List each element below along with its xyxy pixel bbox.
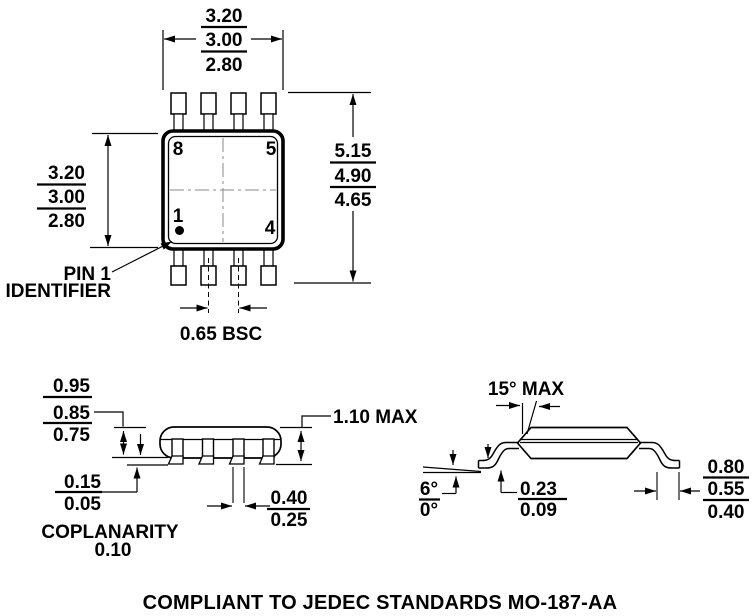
lead-thickness-max: 0.23 [520, 479, 557, 500]
end-view [477, 426, 681, 469]
dim-draft-angle: 15° MAX [488, 379, 565, 435]
dim-foot-length: 0.80 0.55 0.40 [634, 457, 749, 523]
side-view-body [159, 426, 282, 459]
jedec-compliance-note: COMPLIANT TO JEDEC STANDARDS MO-187-AA [143, 592, 618, 614]
dim-body-height: 3.20 3.00 2.80 [37, 132, 158, 249]
body-width-min: 2.80 [206, 55, 243, 76]
pin1-identifier-dot [175, 226, 184, 235]
standoff-max: 0.15 [64, 472, 101, 493]
pin1-label-line2: IDENTIFIER [5, 281, 111, 302]
dim-lead-pitch: 0.65 BSC [180, 258, 267, 345]
dim-lead-width: 0.40 0.25 [207, 467, 310, 531]
dim-overall-height: 1.10 MAX [276, 407, 418, 466]
top-leads [170, 92, 277, 133]
body-thickness-min: 0.75 [53, 425, 90, 446]
dim-foot-angle: 6° 0° [419, 450, 482, 521]
dim-body-thickness: 0.95 0.85 0.75 [43, 376, 168, 459]
body-thickness-max: 0.95 [53, 376, 90, 397]
foot-angle-max: 6° [420, 479, 438, 500]
lead-width-min: 0.25 [271, 510, 308, 531]
lead-thickness-min: 0.09 [520, 500, 557, 521]
dim-lead-span: 5.15 4.90 4.65 [288, 91, 376, 284]
foot-length-nom: 0.55 [708, 479, 745, 500]
lead-span-min: 4.65 [335, 190, 372, 211]
lead-width-max: 0.40 [271, 488, 308, 509]
coplanarity-value: 0.10 [95, 540, 132, 561]
foot-angle-min: 0° [420, 500, 438, 521]
dim-body-width: 3.20 3.00 2.80 [162, 6, 284, 90]
foot-length-min: 0.40 [708, 502, 745, 523]
body-height-max: 3.20 [48, 163, 85, 184]
pin-number-8: 8 [173, 139, 184, 160]
top-view: 8 5 1 4 [161, 92, 285, 286]
pin1-label-line1: PIN 1 [63, 264, 111, 285]
foot-length-max: 0.80 [708, 457, 745, 478]
standoff-min: 0.05 [64, 494, 101, 515]
end-view-left-lead [477, 441, 519, 469]
pin-number-5: 5 [266, 139, 277, 160]
body-width-nom: 3.00 [206, 30, 243, 51]
body-height-nom: 3.00 [48, 187, 85, 208]
pin1-identifier-label: PIN 1 IDENTIFIER [5, 240, 173, 302]
coplanarity-label: COPLANARITY [41, 522, 179, 543]
lead-span-nom: 4.90 [335, 166, 372, 187]
side-view-leads [167, 438, 275, 465]
bottom-leads [170, 247, 277, 286]
end-view-right-lead [639, 441, 681, 469]
package-body-inner-line [167, 135, 279, 245]
draft-angle-value: 15° MAX [488, 379, 565, 400]
dim-standoff: 0.15 0.05 COPLANARITY 0.10 [41, 434, 179, 561]
pin-number-4: 4 [265, 218, 276, 239]
body-width-max: 3.20 [206, 6, 243, 27]
overall-height-value: 1.10 MAX [333, 407, 418, 428]
pin-number-1: 1 [173, 206, 184, 227]
lead-span-max: 5.15 [335, 141, 372, 162]
side-view [159, 426, 282, 465]
lead-pitch-value: 0.65 BSC [180, 324, 263, 345]
body-thickness-nom: 0.85 [53, 403, 90, 424]
dim-lead-thickness: 0.23 0.09 [484, 444, 567, 521]
body-height-min: 2.80 [48, 211, 85, 232]
